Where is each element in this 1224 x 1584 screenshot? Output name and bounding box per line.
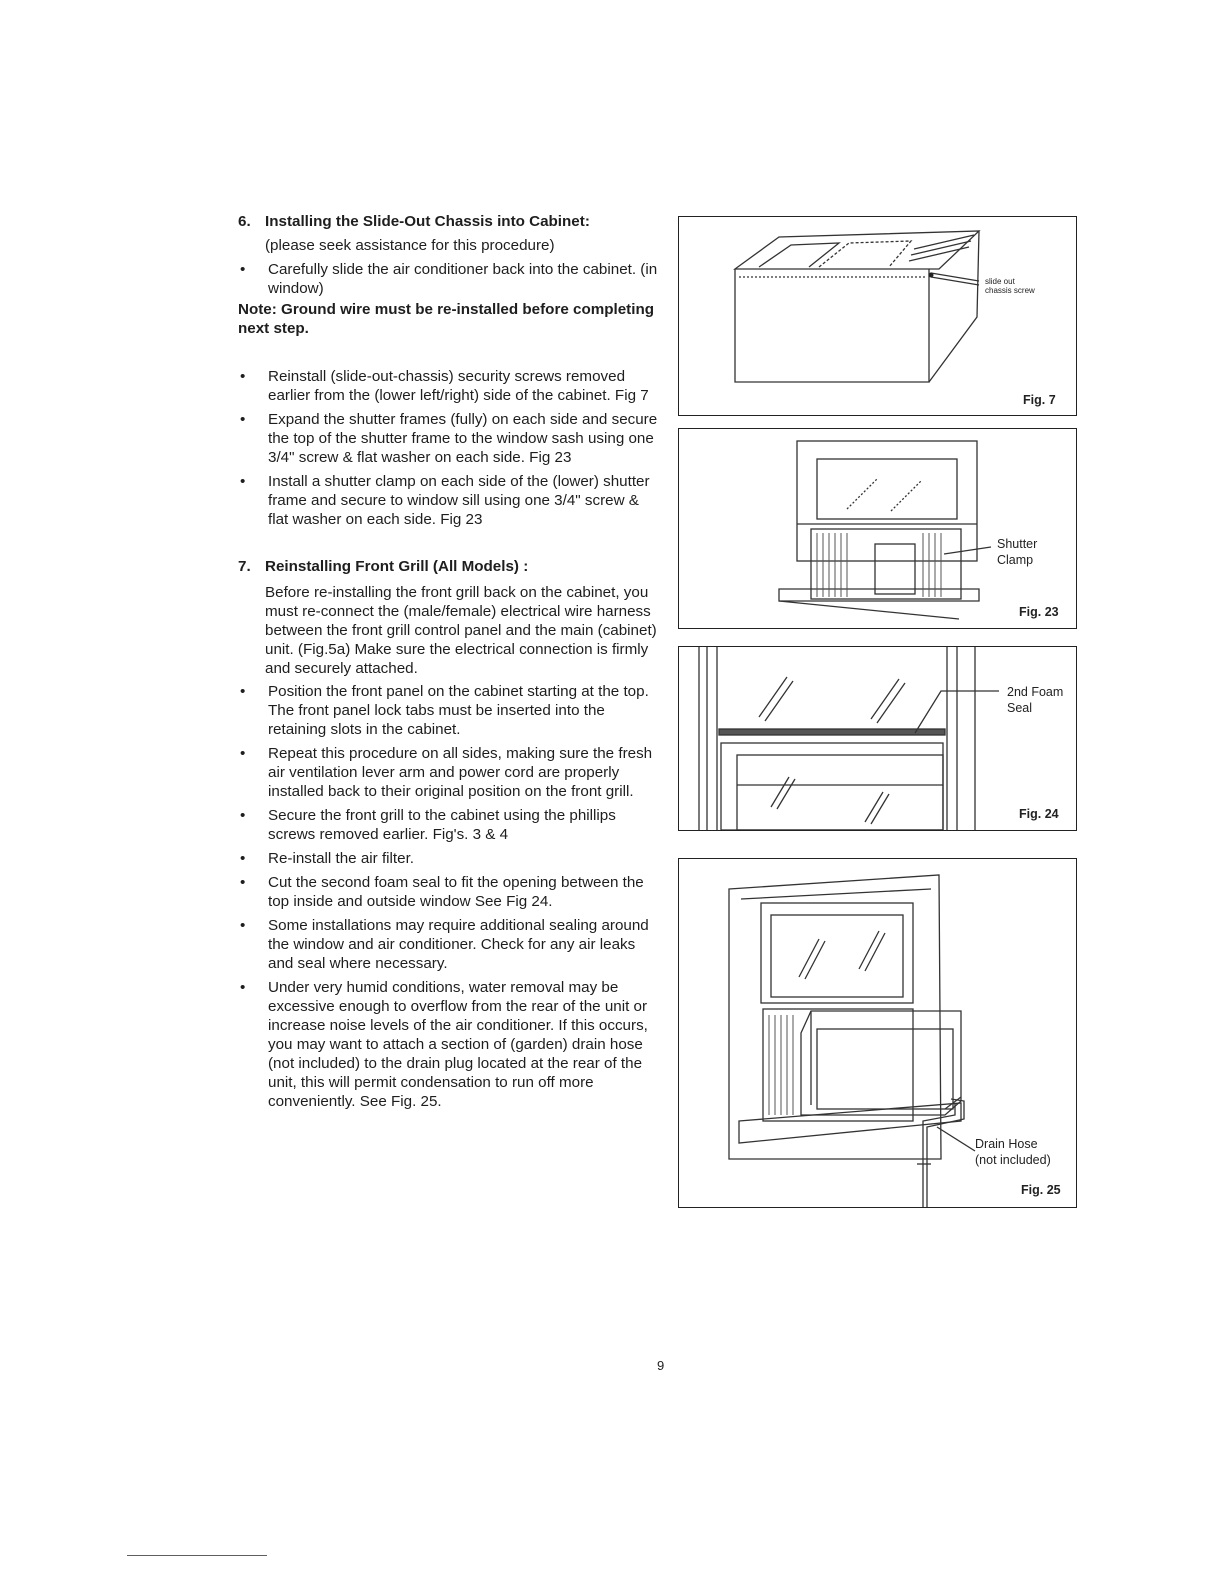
footer-rule — [127, 1555, 267, 1556]
list-item: Some installations may require additiona… — [238, 916, 658, 973]
ground-wire-note: Note: Ground wire must be re-installed b… — [238, 301, 655, 337]
section-6-heading: 6. Installing the Slide-Out Chassis into… — [238, 212, 658, 231]
list-item: Position the front panel on the cabinet … — [238, 682, 658, 739]
list-item: Under very humid conditions, water remov… — [238, 978, 658, 1111]
figure-25-caption: Fig. 25 — [1021, 1183, 1061, 1197]
figure-25: Drain Hose (not included) Fig. 25 — [678, 858, 1077, 1208]
list-item: Re-install the air filter. — [238, 849, 658, 868]
list-item: Install a shutter clamp on each side of … — [238, 472, 658, 529]
drain-hose-label-line2: (not included) — [975, 1153, 1051, 1167]
section-7-intro: Before re-installing the front grill bac… — [265, 584, 657, 677]
section-7-steps-list: Position the front panel on the cabinet … — [238, 682, 658, 1111]
page-number: 9 — [657, 1358, 665, 1373]
section-6-number: 6. — [238, 213, 251, 230]
list-item: Carefully slide the air conditioner back… — [238, 260, 658, 298]
instructions-column: 6. Installing the Slide-Out Chassis into… — [238, 212, 658, 1111]
shutter-clamp-illustration — [778, 440, 992, 620]
list-item: Expand the shutter frames (fully) on eac… — [238, 410, 658, 467]
figure-23-caption: Fig. 23 — [1019, 605, 1059, 619]
figure-24-caption: Fig. 24 — [1019, 807, 1059, 821]
slide-out-chassis-screw-label: slide out chassis screw — [985, 277, 1035, 295]
assistance-note: (please seek assistance for this procedu… — [265, 237, 555, 254]
shutter-clamp-label-line2: Clamp — [997, 553, 1034, 567]
section-6-title: Installing the Slide-Out Chassis into Ca… — [265, 213, 590, 230]
figure-7-caption: Fig. 7 — [1023, 393, 1056, 407]
section-7-number: 7. — [238, 558, 251, 575]
shutter-clamp-label-line1: Shutter — [997, 537, 1038, 551]
list-item: Reinstall (slide-out-chassis) security s… — [238, 367, 658, 405]
foam-seal-illustration — [698, 647, 999, 830]
chassis-illustration — [733, 230, 981, 383]
drain-hose-label-line1: Drain Hose — [975, 1137, 1038, 1151]
section-7-title: Reinstalling Front Grill (All Models) : — [265, 558, 529, 575]
section-6-steps-list: Reinstall (slide-out-chassis) security s… — [238, 367, 658, 529]
figure-24: 2nd Foam Seal Fig. 24 — [678, 646, 1077, 831]
drain-hose-illustration — [728, 874, 976, 1207]
foam-seal-label-line1: 2nd Foam — [1007, 685, 1064, 699]
list-item: Cut the second foam seal to fit the open… — [238, 873, 658, 911]
section-7-heading: 7. Reinstalling Front Grill (All Models)… — [238, 557, 658, 576]
list-item: Secure the front grill to the cabinet us… — [238, 806, 658, 844]
figure-7: slide out chassis screw Fig. 7 — [678, 216, 1077, 416]
section-6-first-list: Carefully slide the air conditioner back… — [238, 260, 658, 298]
figure-23: Shutter Clamp Fig. 23 — [678, 428, 1077, 629]
foam-seal-label-line2: Seal — [1007, 701, 1033, 715]
list-item: Repeat this procedure on all sides, maki… — [238, 744, 658, 801]
